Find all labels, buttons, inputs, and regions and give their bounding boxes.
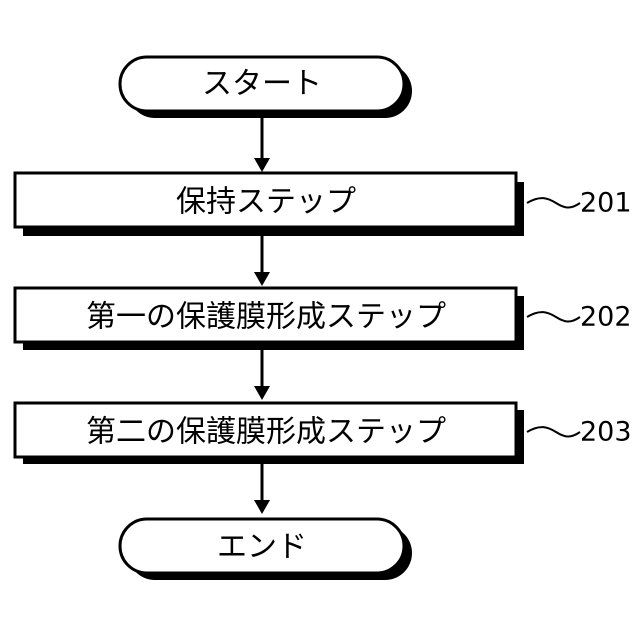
arrowhead-step1 — [254, 158, 270, 172]
step3-label: 第二の保護膜形成ステップ — [86, 415, 446, 450]
arrowhead-step2 — [254, 272, 270, 286]
end-label: エンド — [217, 530, 307, 565]
end-terminal: エンド — [120, 519, 412, 580]
arrowhead-end — [254, 500, 270, 514]
step1-reference-number: 201 — [580, 188, 632, 219]
step1-leader-line — [527, 198, 580, 207]
step3-leader-line — [527, 427, 580, 436]
step2-reference-number: 202 — [580, 302, 632, 333]
step-holding: 保持ステップ 201 — [15, 173, 632, 236]
step-first-protective-film: 第一の保護膜形成ステップ 202 — [15, 288, 632, 350]
step3-reference-number: 203 — [580, 417, 632, 448]
start-label: スタート — [202, 67, 322, 102]
step2-label: 第一の保護膜形成ステップ — [86, 300, 446, 335]
step1-label: 保持ステップ — [176, 185, 356, 220]
arrowhead-step3 — [254, 386, 270, 400]
step-second-protective-film: 第二の保護膜形成ステップ 203 — [15, 403, 632, 464]
start-terminal: スタート — [120, 57, 412, 118]
step2-leader-line — [527, 312, 580, 321]
